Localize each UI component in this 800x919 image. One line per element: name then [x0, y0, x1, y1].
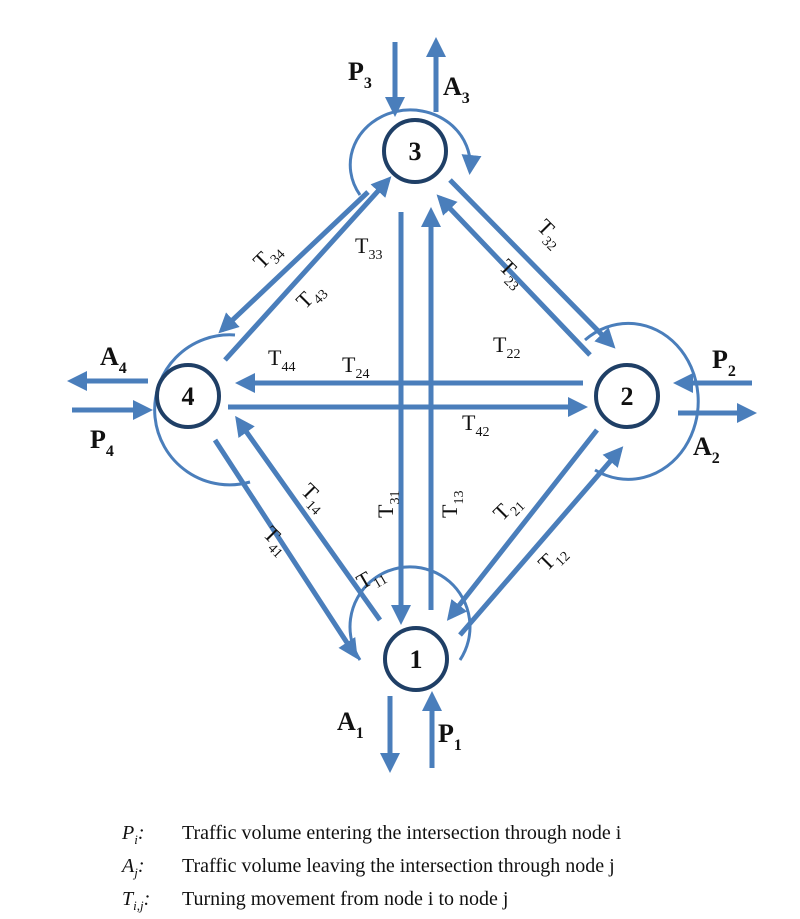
legend-row-t: Ti,j: Turning movement from node i to no… [122, 886, 782, 919]
label-A2: A2 [693, 432, 720, 467]
label-T13: T13 [437, 491, 467, 518]
node-3-label: 3 [409, 137, 422, 166]
node-4: 4 [155, 363, 221, 429]
arrow-T43 [223, 176, 392, 362]
node-2: 2 [594, 363, 660, 429]
legend-text-t: Turning movement from node i to node j [182, 888, 509, 910]
arrow-T32 [448, 178, 616, 349]
arrow-T12 [458, 446, 624, 637]
loop-node-2 [584, 321, 700, 481]
arrow-T14 [235, 415, 383, 622]
label-A3: A3 [443, 72, 470, 107]
label-T24: T24 [342, 352, 369, 382]
loop-node-4 [153, 333, 251, 487]
legend-symbol-a: Aj: [122, 855, 145, 880]
legend-row-a: Aj: Traffic volume leaving the intersect… [122, 853, 782, 886]
legend: Pi: Traffic volume entering the intersec… [122, 820, 782, 919]
label-P4: P4 [90, 425, 114, 460]
label-T32: T32 [529, 214, 570, 255]
label-P2: P2 [712, 345, 736, 380]
node-2-label: 2 [621, 382, 634, 411]
label-A1: A1 [337, 707, 364, 742]
node-1-label: 1 [410, 645, 423, 674]
label-T14: T14 [293, 478, 334, 519]
arrow-T21 [446, 428, 599, 621]
label-T44: T44 [268, 345, 295, 375]
legend-text-p: Traffic volume entering the intersection… [182, 822, 622, 844]
legend-text-a: Traffic volume leaving the intersection … [182, 855, 615, 877]
arrow-T23 [436, 194, 592, 357]
label-T22: T22 [493, 332, 520, 362]
label-A4: A4 [100, 342, 127, 377]
label-P3: P3 [348, 57, 372, 92]
arrow-T41 [212, 438, 358, 660]
label-P1: P1 [438, 719, 462, 754]
label-T42: T42 [462, 410, 489, 440]
node-4-label: 4 [182, 382, 195, 411]
label-T33: T33 [355, 233, 382, 263]
legend-symbol-p: Pi: [122, 822, 145, 847]
arrow-T34 [218, 190, 370, 334]
label-T31: T31 [373, 491, 403, 518]
node-1: 1 [383, 626, 449, 692]
legend-row-p: Pi: Traffic volume entering the intersec… [122, 820, 782, 853]
node-3: 3 [382, 118, 448, 184]
legend-symbol-t: Ti,j: [122, 888, 151, 913]
intersection-diagram: 3 1 4 2 P3 A3 A1 P1 A4 P4 P2 A2 T33 T44 … [67, 37, 757, 773]
